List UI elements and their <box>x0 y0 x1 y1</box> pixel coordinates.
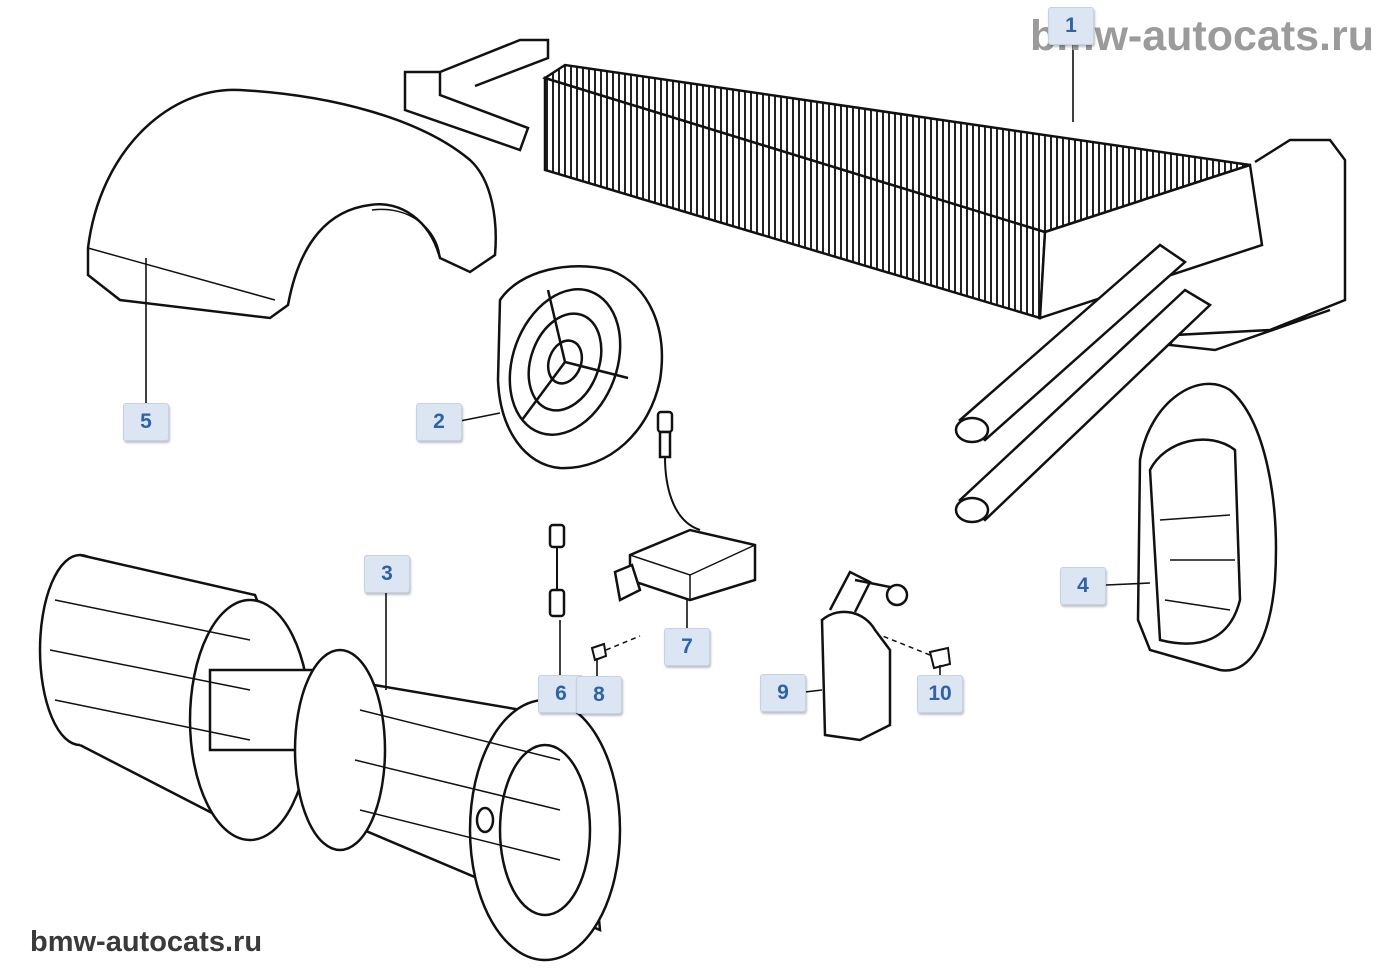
blower-regulator <box>820 570 909 742</box>
callout-7[interactable]: 7 <box>664 628 710 666</box>
watermark-bottom: bmw-autocats.ru <box>30 926 263 958</box>
callout-10[interactable]: 10 <box>917 675 963 713</box>
blower-resistor <box>613 410 757 602</box>
leader-2 <box>459 412 501 422</box>
leader-4 <box>1105 582 1151 586</box>
callout-2[interactable]: 2 <box>416 403 462 441</box>
screw-10 <box>879 634 952 670</box>
heater-core <box>403 38 1347 524</box>
air-duct-cover <box>86 88 497 320</box>
side-cover <box>1136 382 1278 672</box>
leader-lines <box>145 35 1151 693</box>
callout-8[interactable]: 8 <box>576 676 622 714</box>
callout-5[interactable]: 5 <box>123 403 169 441</box>
blower-motor <box>38 553 622 962</box>
screw-8 <box>590 635 641 662</box>
wiring-lead <box>548 523 566 618</box>
callout-9[interactable]: 9 <box>760 674 806 712</box>
callout-3[interactable]: 3 <box>364 555 410 593</box>
leader-9 <box>804 689 823 693</box>
callout-4[interactable]: 4 <box>1060 567 1106 605</box>
callout-1[interactable]: 1 <box>1048 7 1094 45</box>
fan-grille <box>496 265 664 470</box>
